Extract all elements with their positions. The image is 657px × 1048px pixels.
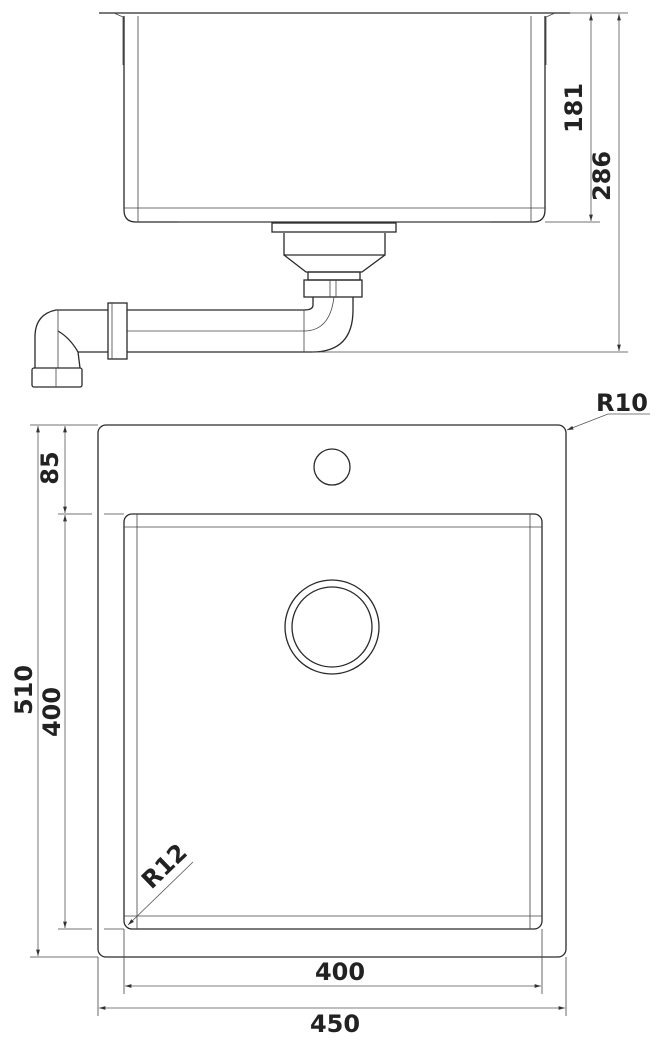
drain-nut [303, 279, 363, 298]
faucet-offset-label: 85 [36, 451, 64, 484]
bowl-width-label: 400 [315, 958, 365, 986]
elbow [34, 309, 108, 369]
top-dimensions: 85 510 400 400 450 R10 R12 [10, 389, 650, 1038]
outlet-cap [31, 367, 83, 388]
total-depth-label: 286 [588, 151, 616, 201]
bowl-outline [123, 513, 543, 930]
faucet-hole [313, 448, 351, 486]
overall-width-label: 450 [310, 1010, 360, 1038]
drain-flange [271, 222, 397, 233]
drain-outer-ring [284, 579, 380, 675]
sink-outline [97, 424, 567, 958]
outer-radius-label: R10 [596, 389, 648, 417]
drain-inner-ring [291, 586, 373, 668]
side-dimensions: 181 286 [312, 12, 628, 353]
pipe-union [107, 302, 128, 360]
drain-ring [307, 271, 361, 281]
bowl-side-outline [123, 16, 546, 223]
drain-basket [283, 233, 386, 273]
rim-edges [113, 12, 556, 65]
side-view: 181 286 [31, 12, 628, 388]
bowl-inner-lines [124, 16, 545, 222]
bowl-inner-lines [124, 514, 542, 929]
drain-waste-assembly [31, 222, 397, 388]
bowl-length-label: 400 [38, 687, 66, 737]
bowl-depth-label: 181 [560, 83, 588, 133]
overall-length-label: 510 [10, 665, 38, 715]
top-view: 85 510 400 400 450 R10 R12 [10, 389, 650, 1038]
bowl-radius-label: R12 [136, 838, 193, 894]
outer-radius-leader [566, 413, 650, 431]
waste-pipe [127, 297, 354, 353]
bowl-radius-leader [127, 861, 194, 926]
